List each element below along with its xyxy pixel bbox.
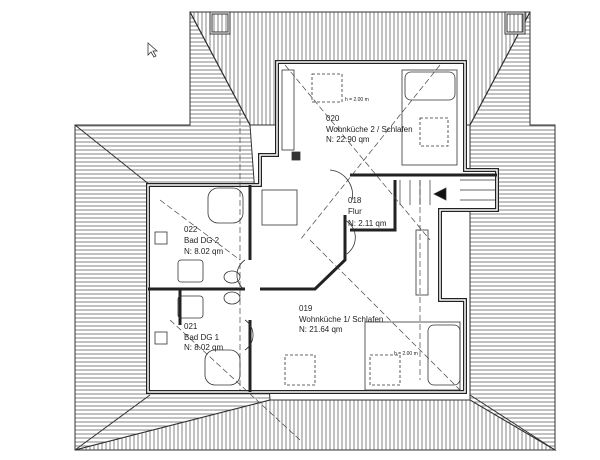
- svg-text:N: 21.64 qm: N: 21.64 qm: [299, 325, 343, 334]
- svg-text:Wohnküche 1/ Schlafen: Wohnküche 1/ Schlafen: [299, 315, 383, 324]
- svg-text:Bad DG 1: Bad DG 1: [184, 333, 220, 342]
- svg-text:022: 022: [184, 225, 198, 234]
- hip-lines: [74, 11, 556, 451]
- furniture: [154, 69, 461, 391]
- staircase: [399, 179, 495, 205]
- svg-text:021: 021: [184, 322, 198, 331]
- svg-text:018: 018: [348, 196, 362, 205]
- svg-text:Wohnküche 2 / Schlafen: Wohnküche 2 / Schlafen: [326, 125, 413, 134]
- svg-text:Flur: Flur: [348, 207, 362, 216]
- mouse-cursor-icon: [147, 42, 159, 58]
- svg-text:019: 019: [299, 304, 313, 313]
- dimension-top: h = 2.00 m: [345, 97, 369, 103]
- svg-text:020: 020: [326, 114, 340, 123]
- svg-text:N: 2.11 qm: N: 2.11 qm: [348, 219, 387, 228]
- building-walls: [146, 60, 499, 441]
- svg-text:Bad DG 2: Bad DG 2: [184, 236, 220, 245]
- svg-text:N: 8.02 qm: N: 8.02 qm: [184, 343, 223, 352]
- svg-text:N: 22.90 qm: N: 22.90 qm: [326, 135, 370, 144]
- dimension-bottom: h = 2.00 m: [394, 351, 418, 357]
- svg-text:N: 8.02 qm: N: 8.02 qm: [184, 247, 223, 256]
